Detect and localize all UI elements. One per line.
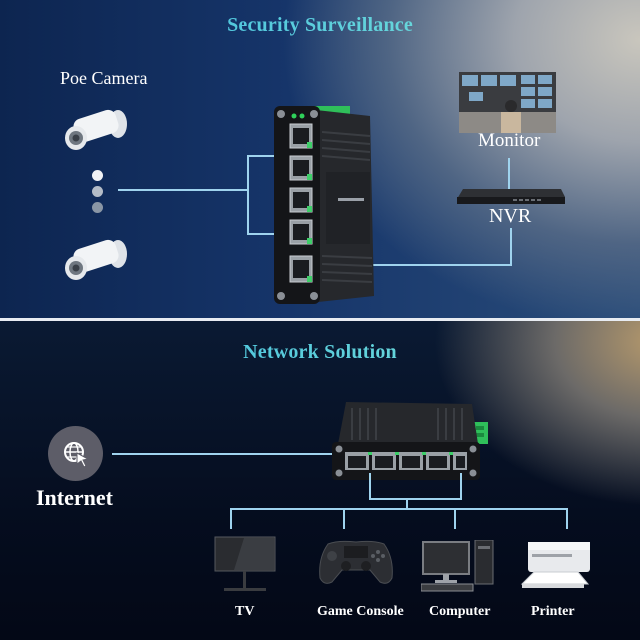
device-label-computer: Computer	[429, 604, 491, 619]
tv-icon	[214, 536, 276, 591]
connector-line	[118, 189, 248, 191]
connector-line	[247, 155, 249, 234]
poe-switch-horizontal-icon	[332, 402, 488, 480]
connector-line	[369, 498, 462, 500]
connector-line	[230, 508, 568, 510]
connector-line	[369, 473, 371, 499]
security-camera-icon	[65, 109, 127, 150]
poe-camera-label: Poe Camera	[60, 68, 148, 88]
control-room-monitor-icon	[459, 72, 556, 133]
device-label-tv: TV	[235, 604, 255, 619]
connector-line	[112, 453, 344, 455]
security-camera-icon	[65, 239, 127, 280]
internet-globe-button	[48, 426, 103, 481]
connector-line	[318, 264, 511, 266]
internet-label: Internet	[36, 485, 113, 510]
connector-line	[230, 508, 232, 529]
connector-line	[343, 508, 345, 529]
security-surveillance-section: Security Surveillance Poe Camera	[0, 0, 640, 318]
connector-line	[510, 228, 512, 266]
device-label-game-console: Game Console	[317, 604, 404, 619]
section-title-network: Network Solution	[0, 341, 640, 364]
nvr-label: NVR	[489, 205, 532, 227]
connector-line	[508, 158, 510, 190]
connector-line	[454, 508, 456, 529]
ellipsis-dot	[92, 170, 103, 181]
monitor-label: Monitor	[478, 130, 541, 151]
section-divider	[0, 318, 640, 321]
device-label-printer: Printer	[531, 604, 575, 619]
desktop-computer-icon	[421, 540, 494, 592]
connector-line	[406, 499, 408, 509]
industrial-poe-switch-icon	[274, 106, 374, 304]
ellipsis-dot	[92, 186, 103, 197]
connector-line	[460, 473, 462, 499]
gamepad-icon	[319, 540, 393, 584]
ellipsis-dot	[92, 202, 103, 213]
printer-icon	[520, 542, 590, 588]
globe-cursor-icon	[64, 442, 90, 468]
connector-line	[566, 508, 568, 529]
nvr-recorder-icon	[457, 189, 565, 204]
section-title-surveillance: Security Surveillance	[0, 14, 640, 37]
